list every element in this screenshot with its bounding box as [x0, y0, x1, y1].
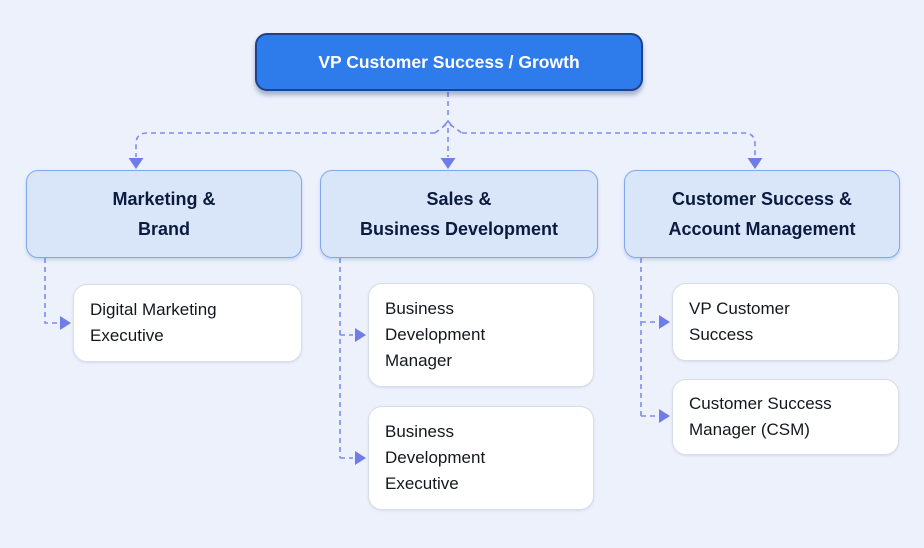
org-node-dept-label: Sales & Business Development	[359, 189, 559, 239]
org-node-dept-marketing-brand[interactable]: Marketing & Brand	[26, 170, 302, 258]
connector-rail-left	[135, 132, 435, 157]
arrow-down-marketing-icon	[128, 158, 144, 169]
org-node-role-digital-marketing-executive[interactable]: Digital Marketing Executive	[73, 284, 302, 362]
org-node-role-business-development-executive[interactable]: Business Development Executive	[368, 406, 594, 510]
org-node-dept-label: Customer Success & Account Management	[668, 189, 856, 239]
org-node-role-label: Digital Marketing Executive	[90, 300, 217, 345]
org-node-dept-sales-bizdev[interactable]: Sales & Business Development	[320, 170, 598, 258]
org-node-role-customer-success-manager[interactable]: Customer Success Manager (CSM)	[672, 379, 899, 455]
arrow-right-bde-icon	[355, 451, 366, 465]
org-node-role-label: VP Customer Success	[689, 299, 790, 344]
arrow-down-customer-success-icon	[747, 158, 763, 169]
org-node-root[interactable]: VP Customer Success / Growth	[255, 33, 643, 91]
org-node-role-business-development-manager[interactable]: Business Development Manager	[368, 283, 594, 387]
arrow-right-csm-icon	[659, 409, 670, 423]
arrow-right-vp-cs-icon	[659, 315, 670, 329]
org-node-role-label: Business Development Executive	[385, 422, 486, 493]
connector-junction-diagonal-left	[434, 123, 447, 134]
org-node-role-vp-customer-success[interactable]: VP Customer Success	[672, 283, 899, 361]
org-node-role-label: Customer Success Manager (CSM)	[689, 394, 832, 439]
org-node-role-label: Business Development Manager	[385, 299, 486, 370]
org-node-dept-cs-account-mgmt[interactable]: Customer Success & Account Management	[624, 170, 900, 258]
connector-rail-right	[462, 132, 756, 157]
org-node-dept-label: Marketing & Brand	[112, 189, 216, 239]
connector-marketing-child	[44, 258, 58, 324]
arrow-right-bdm-icon	[355, 328, 366, 342]
connector-junction-diagonal-right	[449, 123, 463, 134]
arrow-right-digital-marketing-icon	[60, 316, 71, 330]
arrow-down-sales-icon	[440, 158, 456, 169]
org-node-root-label: VP Customer Success / Growth	[318, 51, 580, 72]
connector-junction-chevron	[442, 119, 454, 128]
